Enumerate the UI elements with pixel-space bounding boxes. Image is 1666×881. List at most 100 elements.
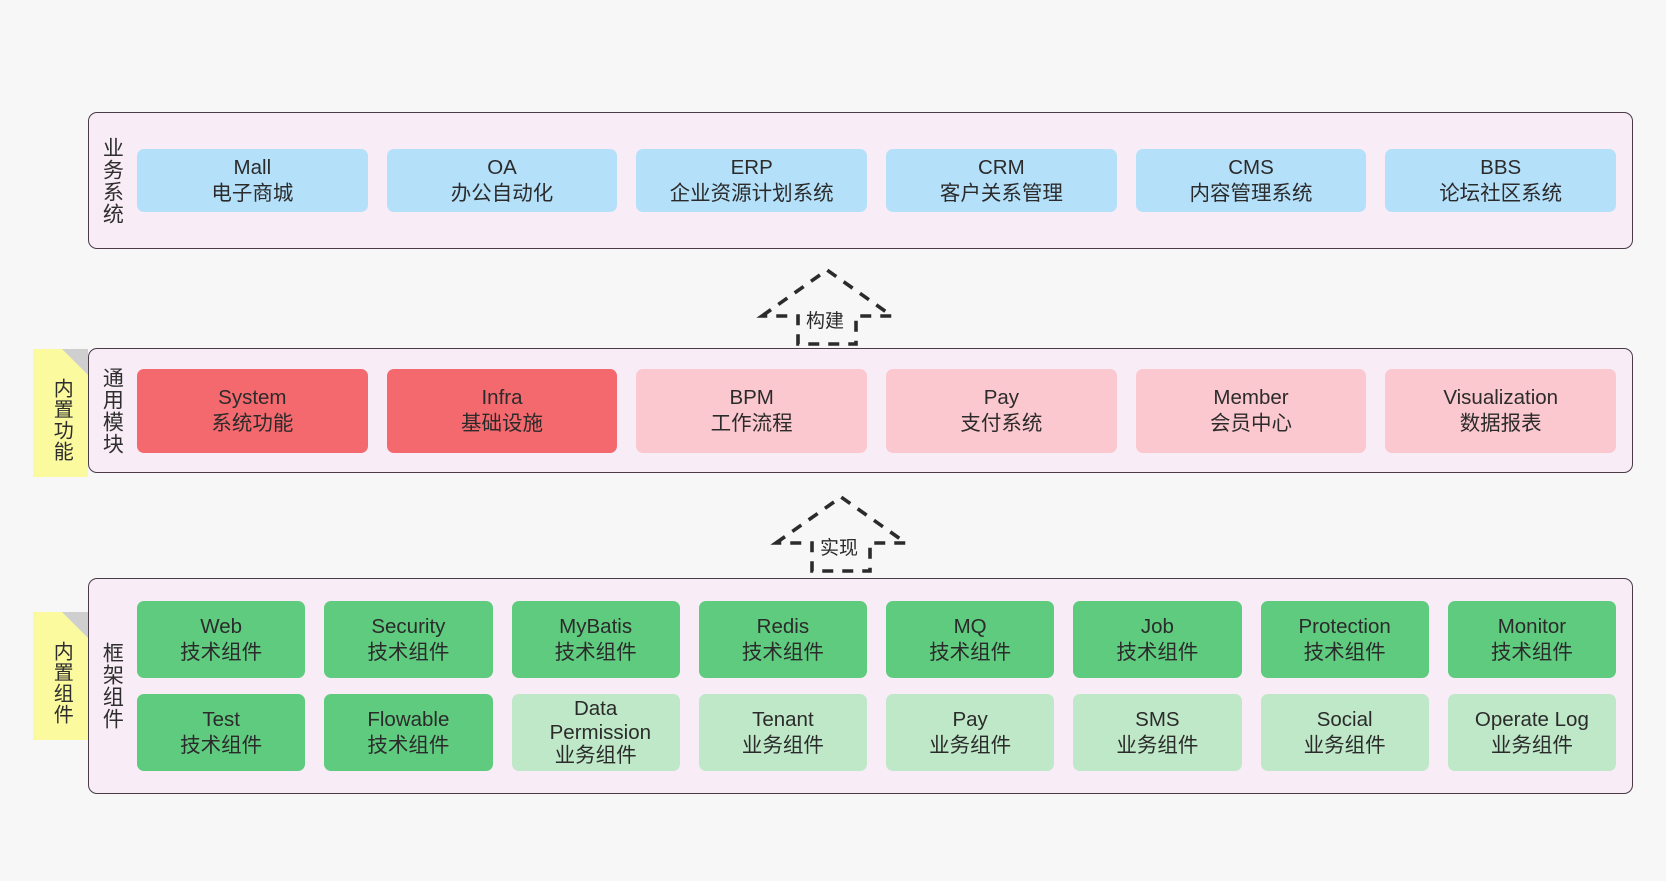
sticky-note-builtin-features: 内置功能 [33, 349, 88, 477]
node-title: Web [200, 614, 243, 638]
node-tenant[interactable]: Tenant 业务组件 [698, 694, 867, 771]
node-subtitle: 技术组件 [929, 640, 1012, 664]
node-subtitle: 内容管理系统 [1189, 181, 1313, 205]
node-subtitle: 业务组件 [741, 733, 824, 757]
node-subtitle: 会员中心 [1210, 411, 1293, 435]
layer-body-business-system: Mall 电子商城 OA 办公自动化 ERP 企业资源计划系统 CRM 客户关系… [133, 113, 1632, 248]
node-subtitle: 技术组件 [1490, 640, 1573, 664]
node-social[interactable]: Social 业务组件 [1260, 694, 1429, 771]
folded-corner-icon [62, 612, 88, 638]
sticky-note-label: 内置组件 [50, 641, 73, 725]
node-cms[interactable]: CMS 内容管理系统 [1135, 148, 1367, 213]
node-subtitle: 技术组件 [1303, 640, 1386, 664]
node-member[interactable]: Member 会员中心 [1135, 368, 1367, 453]
layer-title-business-system: 业务系统 [100, 136, 124, 225]
node-crm[interactable]: CRM 客户关系管理 [886, 148, 1117, 213]
node-bpm[interactable]: BPM 工作流程 [636, 368, 868, 453]
node-subtitle: 数据报表 [1459, 411, 1542, 435]
layer-body-common-module: System 系统功能 Infra 基础设施 BPM 工作流程 Pay 支付系统… [133, 349, 1632, 472]
node-pay[interactable]: Pay 支付系统 [886, 368, 1117, 453]
node-job[interactable]: Job 技术组件 [1073, 601, 1242, 678]
node-test[interactable]: Test 技术组件 [137, 694, 306, 771]
node-title: Monitor [1497, 614, 1567, 638]
node-visualization[interactable]: Visualization 数据报表 [1385, 368, 1617, 453]
node-mall[interactable]: Mall 电子商城 [137, 148, 368, 213]
node-redis[interactable]: Redis 技术组件 [698, 601, 867, 678]
node-subtitle: 业务组件 [1490, 733, 1573, 757]
node-title: BPM [729, 385, 774, 409]
node-operate-log[interactable]: Operate Log 业务组件 [1447, 694, 1616, 771]
node-subtitle: 技术组件 [180, 640, 263, 664]
node-title: SMS [1135, 707, 1180, 731]
node-mq[interactable]: MQ 技术组件 [886, 601, 1055, 678]
node-subtitle: 电子商城 [211, 181, 294, 205]
node-subtitle: 业务组件 [1116, 733, 1199, 757]
node-subtitle: 客户关系管理 [939, 181, 1063, 205]
node-subtitle: 业务组件 [554, 744, 637, 768]
node-title: Mall [233, 155, 272, 179]
arrow-build-shape [756, 267, 898, 346]
node-mybatis[interactable]: MyBatis 技术组件 [511, 601, 680, 678]
node-bbs[interactable]: BBS 论坛社区系统 [1385, 148, 1617, 213]
node-title: System [218, 385, 287, 409]
sticky-note-label: 内置功能 [50, 378, 73, 462]
arrow-realize: 实现 [766, 489, 916, 575]
layer-title-framework-component: 框架组件 [100, 642, 124, 730]
node-infra[interactable]: Infra 基础设施 [386, 368, 618, 453]
node-pay-component[interactable]: Pay 业务组件 [886, 694, 1055, 771]
node-title: OA [487, 155, 517, 179]
node-title: Flowable [367, 707, 450, 731]
sticky-note-builtin-components: 内置组件 [33, 612, 88, 740]
node-oa[interactable]: OA 办公自动化 [386, 148, 618, 213]
node-title: CMS [1228, 155, 1274, 179]
node-row: Mall 电子商城 OA 办公自动化 ERP 企业资源计划系统 CRM 客户关系… [137, 148, 1617, 213]
node-title: Operate Log [1474, 707, 1589, 731]
node-subtitle: 工作流程 [710, 411, 793, 435]
node-protection[interactable]: Protection 技术组件 [1260, 601, 1429, 678]
node-subtitle: 支付系统 [960, 411, 1043, 435]
arrow-realize-shape [770, 494, 912, 573]
node-subtitle: 技术组件 [367, 640, 450, 664]
node-subtitle: 技术组件 [1116, 640, 1199, 664]
node-title: Pay [952, 707, 988, 731]
layer-title-common-module: 通用模块 [100, 366, 124, 455]
node-monitor[interactable]: Monitor 技术组件 [1447, 601, 1616, 678]
node-subtitle: 论坛社区系统 [1439, 181, 1563, 205]
node-title: Member [1213, 385, 1289, 409]
node-title: Pay [983, 385, 1020, 409]
node-title: Tenant [752, 707, 814, 731]
node-subtitle: 技术组件 [180, 733, 263, 757]
node-subtitle: 系统功能 [211, 411, 294, 435]
node-title: Protection [1298, 614, 1391, 638]
node-subtitle: 技术组件 [367, 733, 450, 757]
node-title: Infra [481, 385, 523, 409]
node-title: Social [1316, 707, 1373, 731]
node-title: Job [1140, 614, 1174, 638]
node-sms[interactable]: SMS 业务组件 [1073, 694, 1242, 771]
arrow-build: 构建 [752, 262, 902, 348]
node-subtitle: 企业资源计划系统 [669, 181, 834, 205]
node-data-permission[interactable]: Data Permission 业务组件 [511, 694, 680, 771]
node-subtitle: 业务组件 [929, 733, 1012, 757]
node-subtitle: 办公自动化 [450, 181, 554, 205]
node-row: System 系统功能 Infra 基础设施 BPM 工作流程 Pay 支付系统… [137, 368, 1617, 453]
layer-body-framework-component: Web 技术组件 Security 技术组件 MyBatis 技术组件 Redi… [133, 579, 1632, 793]
node-title: CRM [978, 155, 1025, 179]
node-row: Web 技术组件 Security 技术组件 MyBatis 技术组件 Redi… [137, 601, 1616, 678]
node-system[interactable]: System 系统功能 [137, 368, 368, 453]
layer-business-system: 业务系统 Mall 电子商城 OA 办公自动化 ERP 企业资源计划系统 CRM… [88, 112, 1633, 249]
node-web[interactable]: Web 技术组件 [137, 601, 306, 678]
node-title: Test [202, 707, 240, 731]
node-title: MyBatis [559, 614, 633, 638]
node-security[interactable]: Security 技术组件 [324, 601, 493, 678]
node-subtitle: 基础设施 [461, 411, 543, 435]
arrow-realize-label: 实现 [818, 533, 861, 560]
node-erp[interactable]: ERP 企业资源计划系统 [636, 148, 868, 213]
node-subtitle: 技术组件 [741, 640, 824, 664]
node-flowable[interactable]: Flowable 技术组件 [324, 694, 493, 771]
node-title: BBS [1480, 155, 1522, 179]
layer-framework-component: 框架组件 Web 技术组件 Security 技术组件 MyBatis 技术组件… [88, 578, 1633, 794]
layer-common-module: 通用模块 System 系统功能 Infra 基础设施 BPM 工作流程 Pay… [88, 348, 1633, 473]
arrow-build-label: 构建 [804, 306, 847, 333]
